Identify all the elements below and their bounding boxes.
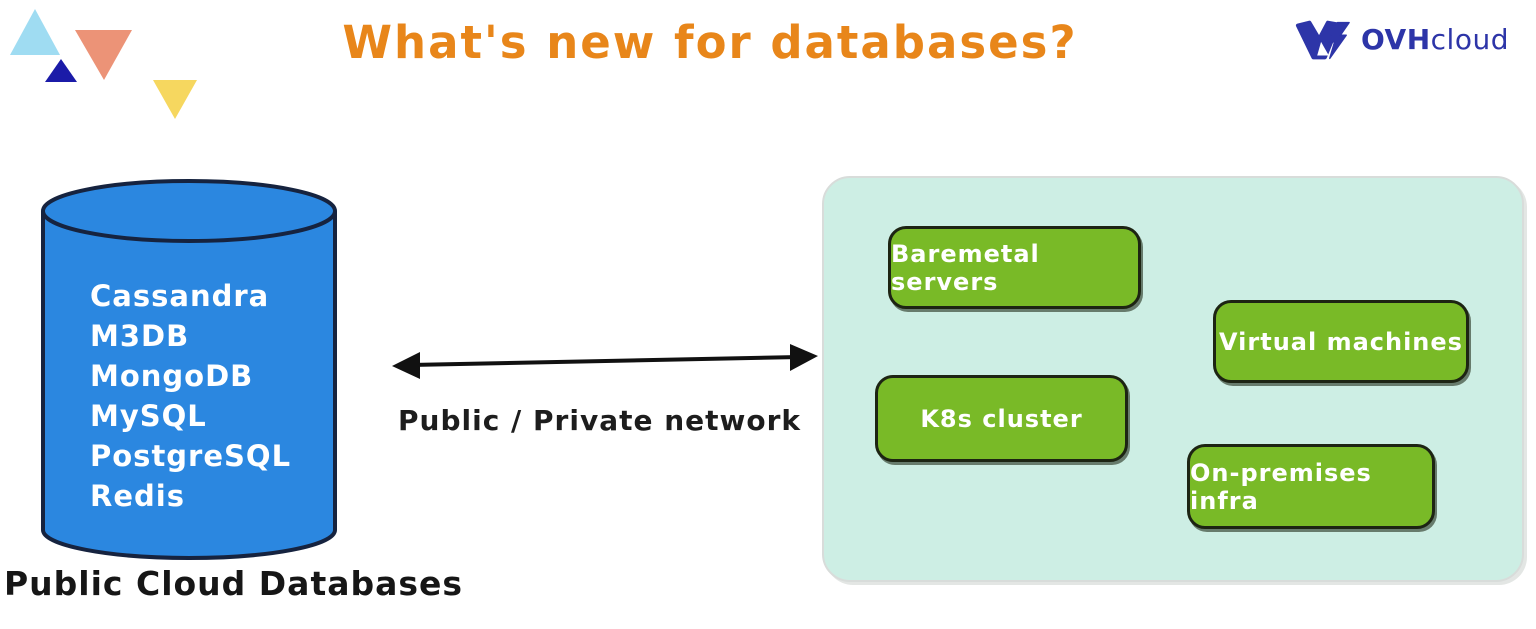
infra-box-label: K8s cluster: [920, 404, 1083, 433]
db-engine: Cassandra: [90, 279, 270, 313]
db-engine: M3DB: [90, 319, 190, 353]
brand-name-light: cloud: [1430, 23, 1509, 56]
triangle-lightblue-icon: [10, 9, 60, 55]
database-cylinder: [41, 179, 337, 560]
network-label: Public / Private network: [398, 404, 802, 437]
cylinder-caption: Public Cloud Databases: [4, 564, 464, 603]
infra-box-label: Virtual machines: [1219, 327, 1463, 356]
infra-box-label: Baremetal servers: [891, 239, 1040, 296]
infra-box-baremetal-servers: Baremetal servers: [888, 226, 1141, 309]
brand-name-bold: OVH: [1361, 23, 1431, 56]
db-engine: MongoDB: [90, 359, 254, 393]
infra-box-on-premises-infra: On-premises infra: [1187, 444, 1435, 529]
infra-box-k8s-cluster: K8s cluster: [875, 375, 1128, 462]
infra-box-virtual-machines: Virtual machines: [1213, 300, 1469, 383]
triangle-navy-icon: [45, 59, 77, 82]
db-engine: MySQL: [90, 399, 207, 433]
bidirectional-arrow: [392, 344, 818, 379]
db-engine: PostgreSQL: [90, 439, 292, 473]
brand-name: OVHcloud: [1361, 26, 1509, 54]
database-engine-list: Cassandra M3DB MongoDB MySQL PostgreSQL …: [90, 276, 320, 516]
triangle-salmon-icon: [75, 30, 132, 80]
infra-box-label: On-premises infra: [1190, 458, 1372, 515]
ovhcloud-logo-icon: [1295, 20, 1350, 60]
brand-logo: OVHcloud: [1294, 18, 1509, 62]
triangle-yellow-icon: [153, 80, 197, 119]
page-title: What's new for databases?: [342, 16, 1078, 69]
triangles-decoration: [10, 9, 197, 119]
db-engine: Redis: [90, 479, 185, 513]
